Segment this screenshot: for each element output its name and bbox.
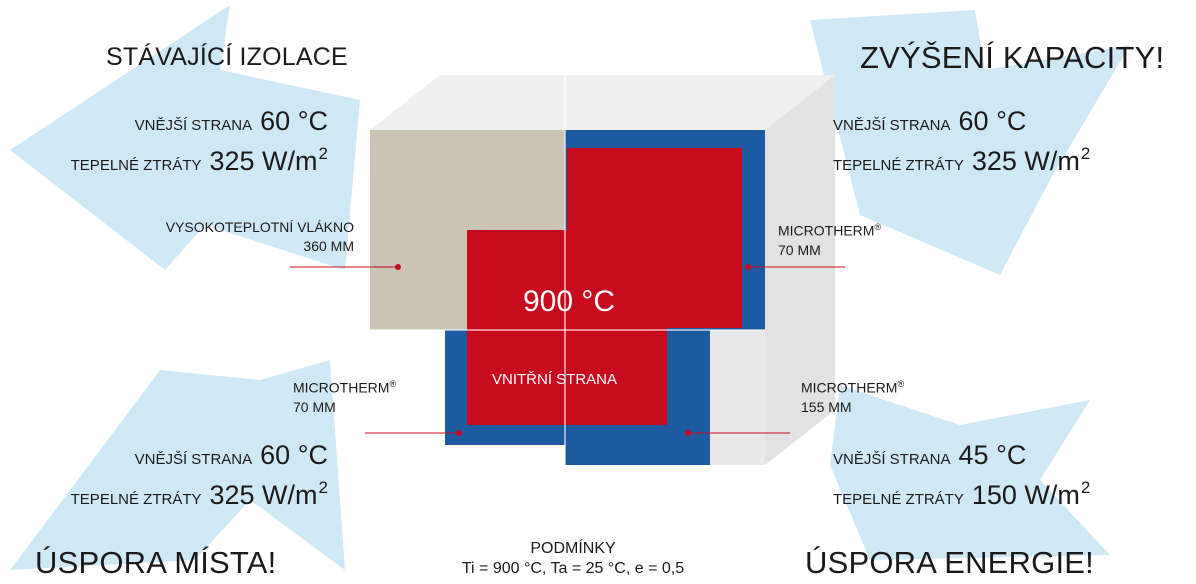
arrow-top-right	[810, 10, 1130, 275]
microtherm-thickness: 70 MM	[778, 241, 821, 258]
bottom-left-outer-row: VNĚJŠÍ STRANA 60 °C	[135, 440, 328, 471]
microtherm-thickness: 155 MM	[801, 398, 852, 415]
top-left-loss-row: TEPELNÉ ZTRÁTY 325 W/m2	[71, 144, 328, 177]
outer-side-label: VNĚJŠÍ STRANA	[134, 117, 253, 134]
leader-microtherm-bottom-right	[685, 430, 790, 436]
outer-side-label: VNĚJŠÍ STRANA	[833, 117, 951, 134]
heat-loss-value: 325 W/m2	[209, 478, 329, 510]
outer-side-value: 60 °C	[260, 106, 328, 136]
label-high-temp-fiber: VYSOKOTEPLOTNÍ VLÁKNO 360 MM	[166, 218, 354, 256]
inner-temperature: 900 °C	[523, 285, 616, 318]
fiber-thickness: 360 MM	[303, 238, 354, 254]
label-microtherm-left: MICROTHERM® 70 MM	[293, 375, 396, 417]
heat-loss-label: TEPELNÉ ZTRÁTY	[833, 491, 964, 508]
bottom-left-loss-row: TEPELNÉ ZTRÁTY 325 W/m2	[71, 478, 328, 511]
top-right-loss-row: TEPELNÉ ZTRÁTY 325 W/m2	[833, 144, 1090, 177]
heading-existing-insulation: STÁVAJÍCÍ IZOLACE	[106, 43, 348, 71]
heat-loss-label: TEPELNÉ ZTRÁTY	[70, 157, 202, 174]
heading-capacity-increase: ZVÝŠENÍ KAPACITY!	[860, 40, 1165, 75]
microtherm-name: MICROTHERM	[778, 222, 875, 239]
top-left-outer-row: VNĚJŠÍ STRANA 60 °C	[135, 106, 328, 137]
arrow-bottom-right	[830, 385, 1110, 560]
outer-side-value: 60 °C	[260, 440, 328, 470]
block-top-face	[370, 75, 835, 130]
outer-side-value: 45 °C	[958, 440, 1027, 470]
microtherm-name: MICROTHERM	[293, 379, 390, 396]
conditions: PODMÍNKY Ti = 900 °C, Ta = 25 °C, e = 0,…	[428, 539, 718, 579]
block-right-face	[765, 75, 835, 465]
conditions-title: PODMÍNKY	[530, 540, 616, 557]
heat-loss-value: 150 W/m2	[971, 478, 1091, 510]
block-lower-right-face	[710, 330, 765, 465]
bottom-right-loss-row: TEPELNÉ ZTRÁTY 150 W/m2	[833, 478, 1090, 511]
top-right-outer-row: VNĚJŠÍ STRANA 60 °C	[833, 106, 1026, 137]
microtherm-name: MICROTHERM	[801, 379, 898, 396]
registered-mark: ®	[897, 379, 905, 389]
conditions-text: Ti = 900 °C, Ta = 25 °C, e = 0,5	[461, 560, 685, 577]
heat-loss-value: 325 W/m2	[209, 144, 329, 176]
registered-mark: ®	[389, 379, 397, 389]
outer-side-value: 60 °C	[958, 106, 1027, 136]
heading-space-saving: ÚSPORA MÍSTA!	[35, 545, 277, 580]
label-microtherm-bottom-right: MICROTHERM® 155 MM	[801, 375, 904, 417]
fiber-name: VYSOKOTEPLOTNÍ VLÁKNO	[165, 219, 354, 235]
arrow-top-left	[10, 5, 360, 270]
hot-core-center	[467, 230, 667, 425]
leader-microtherm-left	[365, 430, 462, 436]
leader-fiber	[290, 264, 401, 270]
registered-mark: ®	[874, 222, 882, 232]
microtherm-thickness: 70 MM	[293, 398, 336, 415]
heat-loss-label: TEPELNÉ ZTRÁTY	[70, 491, 202, 508]
arrow-bottom-left	[10, 360, 345, 570]
outer-side-label: VNĚJŠÍ STRANA	[134, 451, 253, 468]
heat-loss-label: TEPELNÉ ZTRÁTY	[833, 157, 964, 174]
inner-side-label: VNITŘNÍ STRANA	[492, 371, 618, 388]
heading-energy-saving: ÚSPORA ENERGIE!	[805, 545, 1094, 580]
label-microtherm-right: MICROTHERM® 70 MM	[778, 218, 881, 260]
outer-side-label: VNĚJŠÍ STRANA	[833, 451, 951, 468]
bottom-right-outer-row: VNĚJŠÍ STRANA 45 °C	[833, 440, 1026, 471]
heat-loss-value: 325 W/m2	[971, 144, 1091, 176]
leader-microtherm-right	[745, 264, 845, 270]
